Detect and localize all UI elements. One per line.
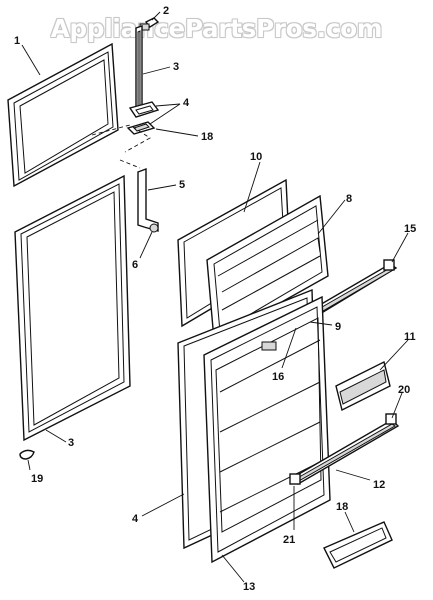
callout-9: 9	[335, 321, 341, 333]
callout-8: 8	[346, 193, 352, 205]
fresh-food-door-liner-part[interactable]	[203, 295, 331, 564]
callout-11: 11	[404, 331, 416, 343]
callout-18-lower: 18	[336, 501, 348, 513]
door-bin-part[interactable]	[323, 521, 393, 569]
callout-1: 1	[14, 35, 20, 47]
callout-3: 3	[173, 61, 179, 73]
callout-15: 15	[404, 223, 416, 235]
callout-20: 20	[398, 384, 410, 396]
callout-3-lower: 3	[68, 437, 74, 449]
callout-labels: 1 2 3 4 18 5 6 10 8 15 9 16 11 20 3 19 4…	[14, 5, 416, 593]
freezer-door-liner-part[interactable]	[206, 194, 329, 342]
callout-12: 12	[373, 479, 385, 491]
callout-4: 4	[183, 97, 190, 109]
callout-4-lower: 4	[132, 513, 139, 525]
callout-5: 5	[179, 179, 185, 191]
center-hinge-part[interactable]	[137, 167, 159, 233]
callout-10: 10	[250, 151, 262, 163]
callout-19: 19	[31, 473, 43, 485]
fresh-food-gasket-part[interactable]	[14, 174, 131, 442]
callout-21: 21	[283, 534, 295, 546]
watermark-logo: AppliancePartsPros.com	[50, 14, 383, 43]
top-hinge-pin-part[interactable]	[139, 17, 160, 31]
hinge-plate-part[interactable]	[128, 101, 160, 118]
leader-lines	[21, 11, 409, 583]
callout-2: 2	[163, 5, 169, 17]
bottom-hinge-cover-part[interactable]	[19, 449, 35, 460]
freezer-gasket-part[interactable]	[7, 42, 119, 188]
dairy-door-part[interactable]	[335, 360, 391, 412]
callout-6: 6	[132, 259, 138, 271]
callout-13: 13	[243, 581, 255, 593]
hinge-block-part[interactable]	[126, 121, 156, 135]
fresh-food-door-shelf-part[interactable]	[289, 413, 400, 485]
top-hinge-part[interactable]	[135, 25, 143, 113]
callout-18: 18	[201, 131, 213, 143]
callout-16: 16	[272, 371, 284, 383]
